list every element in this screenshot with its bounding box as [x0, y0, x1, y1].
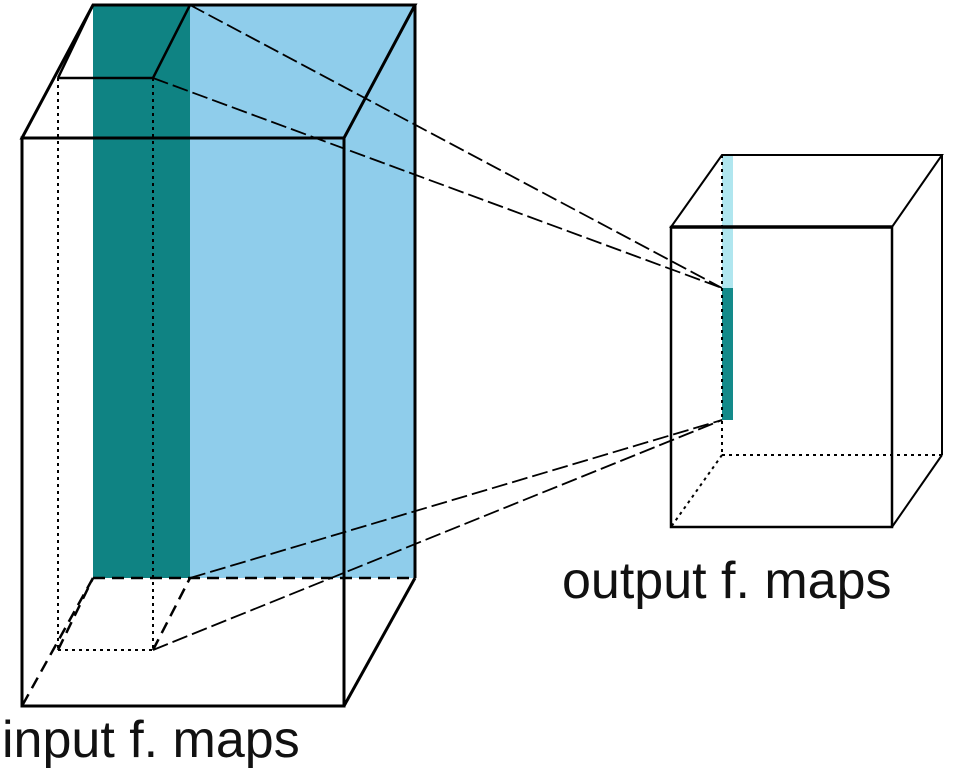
output-front-face — [669, 225, 894, 529]
input-feature-maps-volume — [19, 3, 418, 708]
output-top-face — [669, 154, 944, 228]
output-feature-maps-label: output f. maps — [562, 552, 892, 610]
input-feature-maps-label: input f. maps — [2, 711, 300, 769]
projection-lines — [152, 4, 723, 651]
receptive-column — [93, 5, 190, 578]
output-column-upper — [722, 155, 733, 288]
output-unit — [722, 288, 733, 420]
output-feature-maps-volume — [669, 154, 944, 529]
